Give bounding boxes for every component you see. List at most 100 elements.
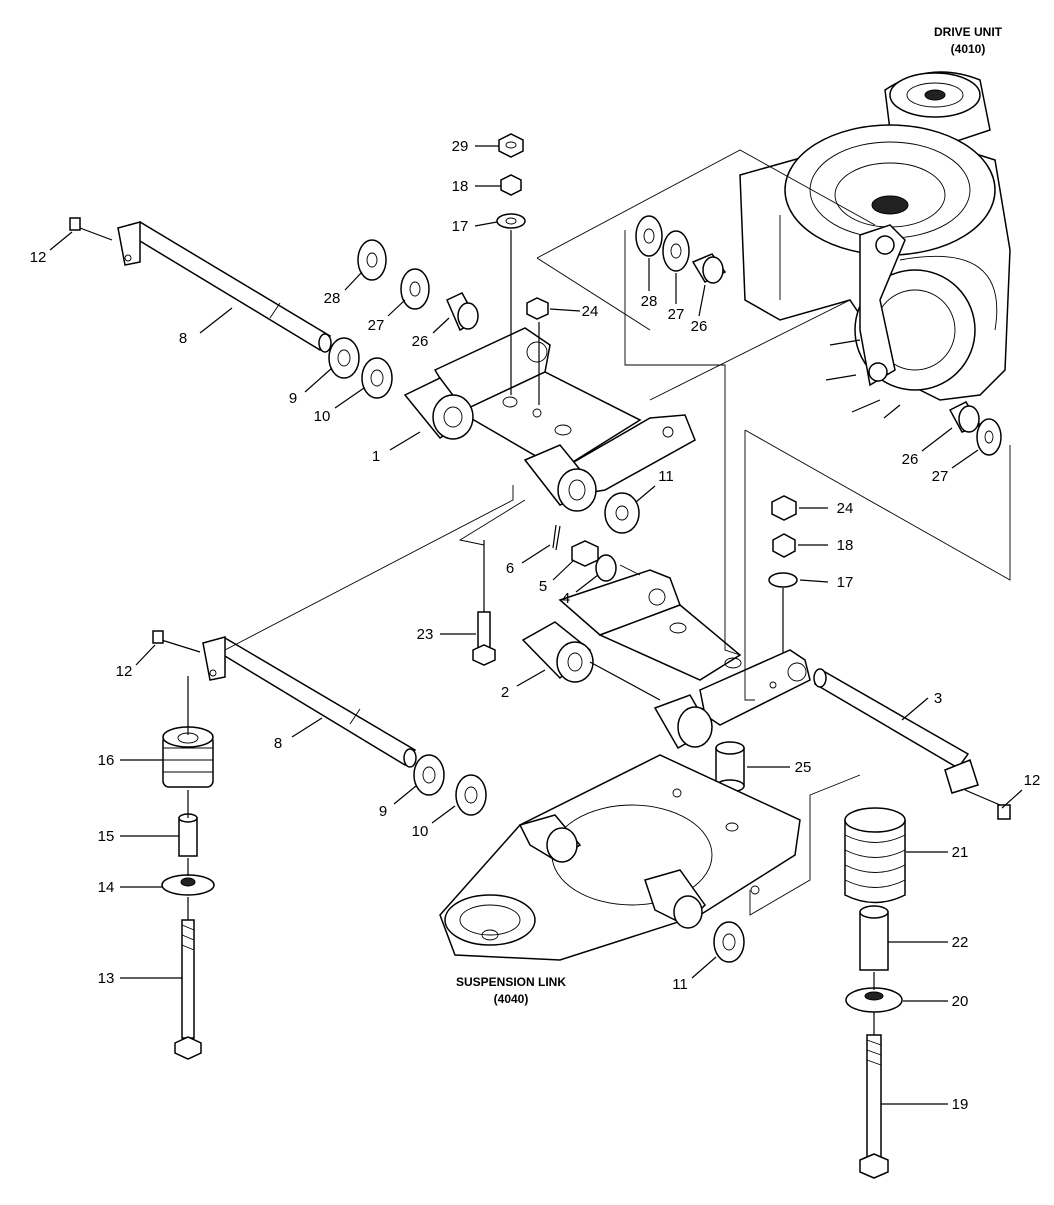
callout-leader — [901, 697, 929, 721]
left-spring-stack — [161, 676, 215, 1060]
callout-leader — [635, 485, 656, 503]
cotter-nut-washer — [552, 524, 617, 582]
callout-13: 13 — [98, 970, 182, 987]
callout-18b: 18 — [798, 537, 853, 554]
callout-leader — [691, 956, 717, 979]
callout-6: 6 — [506, 544, 551, 577]
callout-11b: 11 — [672, 956, 717, 993]
callout-number: 5 — [539, 578, 547, 595]
upper-axle-pin — [117, 221, 332, 353]
drive-unit — [739, 71, 1011, 419]
callout-26b: 26 — [691, 284, 708, 335]
callout-24b: 24 — [799, 500, 853, 517]
callout-28a: 28 — [324, 271, 363, 307]
caption-suspension-link: SUSPENSION LINK (4040) — [456, 975, 566, 1006]
callout-number: 15 — [98, 828, 115, 845]
callout-number: 21 — [952, 844, 969, 861]
callout-leader — [1001, 789, 1023, 809]
callout-9a: 9 — [289, 367, 333, 407]
callout-number: 23 — [417, 626, 434, 643]
callout-leader — [516, 669, 546, 687]
callout-leader — [304, 367, 333, 393]
callout-27c: 27 — [932, 449, 979, 485]
callout-number: 27 — [932, 468, 949, 485]
upper-pivot-link — [403, 327, 696, 512]
callout-26a: 26 — [412, 317, 450, 350]
callout-number: 24 — [582, 303, 599, 320]
callout-number: 4 — [562, 590, 570, 607]
callout-leader — [387, 299, 406, 317]
callout-5: 5 — [539, 559, 575, 595]
callout-number: 26 — [691, 318, 708, 335]
callout-number: 11 — [672, 976, 688, 993]
callout-number: 8 — [274, 735, 282, 752]
callout-1: 1 — [372, 431, 421, 465]
callout-15: 15 — [98, 828, 179, 845]
right-spring-stack — [844, 807, 906, 1179]
bolt-23 — [472, 540, 496, 666]
callout-leader — [698, 284, 706, 317]
callout-leader — [799, 579, 829, 583]
callout-number: 9 — [379, 803, 387, 820]
callout-number: 10 — [412, 823, 429, 840]
stacked-hardware-right — [768, 495, 798, 655]
callout-27b: 27 — [668, 273, 685, 323]
callout-12a: 12 — [30, 231, 73, 266]
callout-4: 4 — [562, 574, 599, 607]
stacked-hardware-upper — [496, 133, 549, 405]
callout-17a: 17 — [452, 218, 498, 235]
callout-number: 20 — [952, 993, 969, 1010]
callout-3: 3 — [901, 690, 942, 721]
callout-number: 27 — [668, 306, 685, 323]
callout-12c: 12 — [1001, 772, 1040, 809]
lower-washers — [413, 754, 745, 963]
callout-number: 1 — [372, 448, 380, 465]
callout-number: 17 — [837, 574, 854, 591]
callout-number: 24 — [837, 500, 854, 517]
lower-bolt-12 — [152, 630, 201, 653]
callout-number: 18 — [452, 178, 469, 195]
callout-leader — [549, 308, 581, 312]
callout-number: 9 — [289, 390, 297, 407]
callout-19: 19 — [881, 1096, 968, 1113]
callout-number: 17 — [452, 218, 469, 235]
lower-axle-pin-8 — [202, 636, 417, 768]
callout-number: 12 — [116, 663, 133, 680]
callout-9b: 9 — [379, 785, 417, 820]
callout-leader — [951, 449, 979, 469]
spacer-25 — [715, 741, 745, 793]
upper-washers — [328, 239, 640, 534]
callout-leader — [389, 431, 421, 451]
callout-11a: 11 — [635, 468, 674, 503]
callout-8a: 8 — [179, 307, 233, 347]
callout-number: 12 — [30, 249, 47, 266]
callout-number: 13 — [98, 970, 115, 987]
callout-10a: 10 — [314, 387, 365, 425]
assembly-guide-lines — [224, 149, 1011, 916]
callout-number: 26 — [412, 333, 429, 350]
callout-number: 11 — [658, 468, 674, 485]
callout-number: 29 — [452, 138, 469, 155]
callout-leader — [432, 317, 450, 334]
callout-8b: 8 — [274, 717, 323, 752]
callout-leader — [521, 544, 551, 564]
callout-number: 2 — [501, 684, 509, 701]
callout-28b: 28 — [641, 258, 657, 310]
callout-18a: 18 — [452, 178, 501, 195]
suspension-link — [439, 754, 801, 961]
callout-12b: 12 — [116, 644, 156, 680]
callout-10b: 10 — [412, 805, 456, 840]
callout-27a: 27 — [368, 299, 406, 334]
callout-leader — [921, 427, 953, 452]
callout-leader — [431, 805, 456, 824]
drive-unit-code: (4010) — [951, 42, 986, 56]
callout-20: 20 — [903, 993, 968, 1010]
callout-22: 22 — [888, 934, 968, 951]
callout-number: 6 — [506, 560, 514, 577]
callout-leader — [291, 717, 323, 738]
callout-26c: 26 — [902, 427, 953, 468]
callout-number: 18 — [837, 537, 854, 554]
callout-14: 14 — [98, 879, 162, 896]
callout-number: 10 — [314, 408, 331, 425]
